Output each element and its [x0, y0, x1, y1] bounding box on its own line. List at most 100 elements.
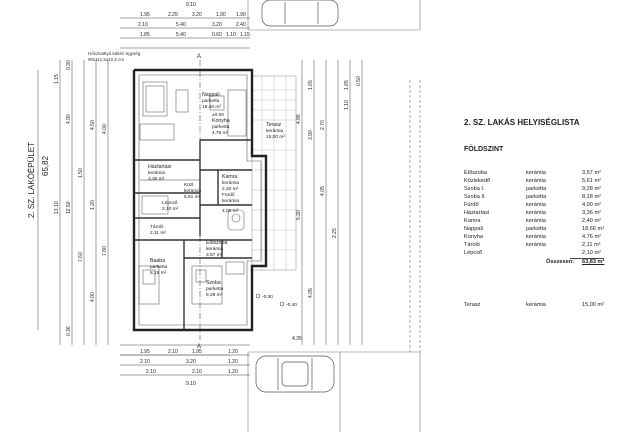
room-name: Szoba II.: [464, 194, 487, 200]
level-marker-icon: [255, 293, 261, 299]
left-dim-4: 1.20: [90, 200, 96, 210]
room-name: Szoba I.: [464, 186, 485, 192]
left-dim-6: 7.60: [78, 252, 84, 262]
top-dim-1-4: 1.90: [216, 12, 226, 18]
top-dim-1-3: 3.20: [192, 12, 202, 18]
room-list-panel: 2. SZ. LAKÁS HELYISÉGLISTA FÖLDSZINT Elő…: [452, 0, 640, 432]
room-row: Szoba II. parketta 8,18 m²: [464, 194, 636, 203]
room-terasz-mat: kerámia: [266, 128, 283, 134]
note-heat-pump-size: 90x111,5x42,5 cm: [88, 57, 124, 62]
floor-plan-drawing: 2. SZ. LAKÓÉPÜLET 65,82 Hőszivattyú kült…: [27, 0, 421, 432]
right-dim-11: 0.50: [356, 76, 362, 86]
top-dim-1-1: 1.95: [140, 12, 150, 18]
left-dim-3: 1.50: [78, 168, 84, 178]
room-name: Háztartási: [464, 210, 490, 216]
terrace-name: Terasz: [464, 302, 481, 308]
top-dim-3-2: 5.40: [176, 32, 186, 38]
room-furdo-mat: kerámia: [222, 198, 239, 204]
room-szoba2-name: Baaba: [150, 258, 165, 264]
top-dim-2-2: 5.40: [176, 22, 186, 28]
room-kozlekedo-name: Közl.: [184, 182, 195, 188]
car-icon-top: [261, 0, 339, 27]
right-dim-5: 5.30: [296, 210, 302, 220]
room-konyha-mat: parketta: [212, 124, 230, 130]
section-mark-bottom: A: [197, 344, 201, 350]
room-kamra-area: 2,40 m²: [222, 186, 239, 192]
left-dim-2: 4.90: [66, 114, 72, 124]
left-dim-7: 4.50: [90, 120, 96, 130]
bottom-right-dim: 4.35: [292, 336, 302, 342]
top-dim-3-5: 1.15: [240, 32, 250, 38]
room-name: Fürdő: [464, 202, 479, 208]
top-dim-2-4: 2.40: [236, 22, 246, 28]
room-material: kerámia: [526, 234, 546, 240]
room-eloszoba-mat: kerámia: [206, 246, 223, 252]
right-dim-2: 3.90: [308, 130, 314, 140]
bottom-dim-3-3: 1.20: [228, 369, 238, 375]
room-kamra-mat: kerámia: [222, 180, 239, 186]
left-dim-10: 4.00: [102, 124, 108, 134]
room-eloszoba-area: 3,57 m²: [206, 252, 223, 258]
room-name: Előszoba: [464, 170, 488, 176]
room-material: kerámia: [526, 178, 546, 184]
furniture: [138, 81, 247, 305]
left-dim-8: 13.10: [54, 201, 60, 214]
room-terasz-name: Terasz: [266, 122, 282, 128]
right-dim-7: 2.25: [332, 228, 338, 238]
total-divider: [570, 258, 604, 259]
terrace-material: kerámia: [526, 302, 546, 308]
room-area: 4,76 m²: [582, 234, 601, 240]
room-row: Háztartási kerámia 3,36 m²: [464, 210, 636, 219]
top-dim-2-1: 2.10: [138, 22, 148, 28]
level-zero: ±0.00: [212, 112, 224, 118]
room-haztartasi-area: 3,36 m²: [148, 176, 165, 182]
terrace-area: 15,00 m²: [582, 302, 605, 308]
dimension-lines: [59, 17, 363, 376]
room-row: Kamra kerámia 2,40 m²: [464, 218, 636, 227]
room-material: kerámia: [526, 218, 546, 224]
room-row: Szoba I. parketta 9,28 m²: [464, 186, 636, 195]
top-dim-2-3: 3.20: [212, 22, 222, 28]
bottom-dim-3-2: 2.10: [192, 369, 202, 375]
room-area: 2,10 m²: [582, 250, 601, 256]
room-name: Kamra: [464, 218, 481, 224]
bottom-dim-1-2: 2.10: [168, 349, 178, 355]
note-heat-pump: Hőszivattyú kültéri egység: [88, 51, 141, 56]
level-minus30: -0.30: [262, 294, 273, 300]
room-area: 3,36 m²: [582, 210, 601, 216]
top-dim-3-3: 0.60: [212, 32, 222, 38]
section-mark-top: A: [197, 54, 201, 60]
room-list-subtitle: FÖLDSZINT: [464, 146, 504, 153]
bottom-dim-2-2: 3.20: [186, 359, 196, 365]
room-area: 18,66 m²: [582, 226, 605, 232]
left-dim-12: 0.36: [66, 326, 72, 336]
room-tarolo-area: 2,11 m²: [150, 230, 166, 236]
room-name: Nappali: [464, 226, 483, 232]
room-furdo-name: Fürdő: [222, 192, 235, 198]
room-material: parketta: [526, 186, 547, 192]
room-tarolo-name: Tároló: [150, 224, 164, 230]
room-material: kerámia: [526, 210, 546, 216]
room-lepcso-area: 2,10 m²: [162, 206, 179, 212]
building-length: 65,82: [41, 155, 50, 176]
right-dim-3: 2.70: [320, 120, 326, 130]
room-area: 9,28 m²: [582, 186, 601, 192]
bottom-dim-1-3: 1.95: [192, 349, 202, 355]
exterior-walls: [132, 68, 268, 332]
room-lepcso-name: Lépcső: [162, 200, 178, 206]
room-kozlekedo-area: 5,61 m²: [184, 194, 201, 200]
car-icon-bottom: [255, 355, 335, 393]
room-row: Lépcső 2,10 m²: [464, 250, 636, 259]
room-material: parketta: [526, 194, 547, 200]
room-row: Nappali parketta 18,66 m²: [464, 226, 636, 235]
total-label: Összesen:: [546, 259, 574, 265]
room-haztartasi-mat: kerámia: [148, 170, 165, 176]
room-konyha-name: Konyha: [212, 118, 230, 124]
bottom-dim-3-1: 2.10: [146, 369, 156, 375]
room-row: Előszoba kerámia 3,57 m²: [464, 170, 636, 179]
bottom-dim-2-3: 1.20: [228, 359, 238, 365]
top-dim-3-4: 1.10: [226, 32, 236, 38]
total-row: Összesen: 63,83 m²: [464, 259, 636, 268]
room-row: Tároló kerámia 2,11 m²: [464, 242, 636, 251]
room-material: kerámia: [526, 170, 546, 176]
